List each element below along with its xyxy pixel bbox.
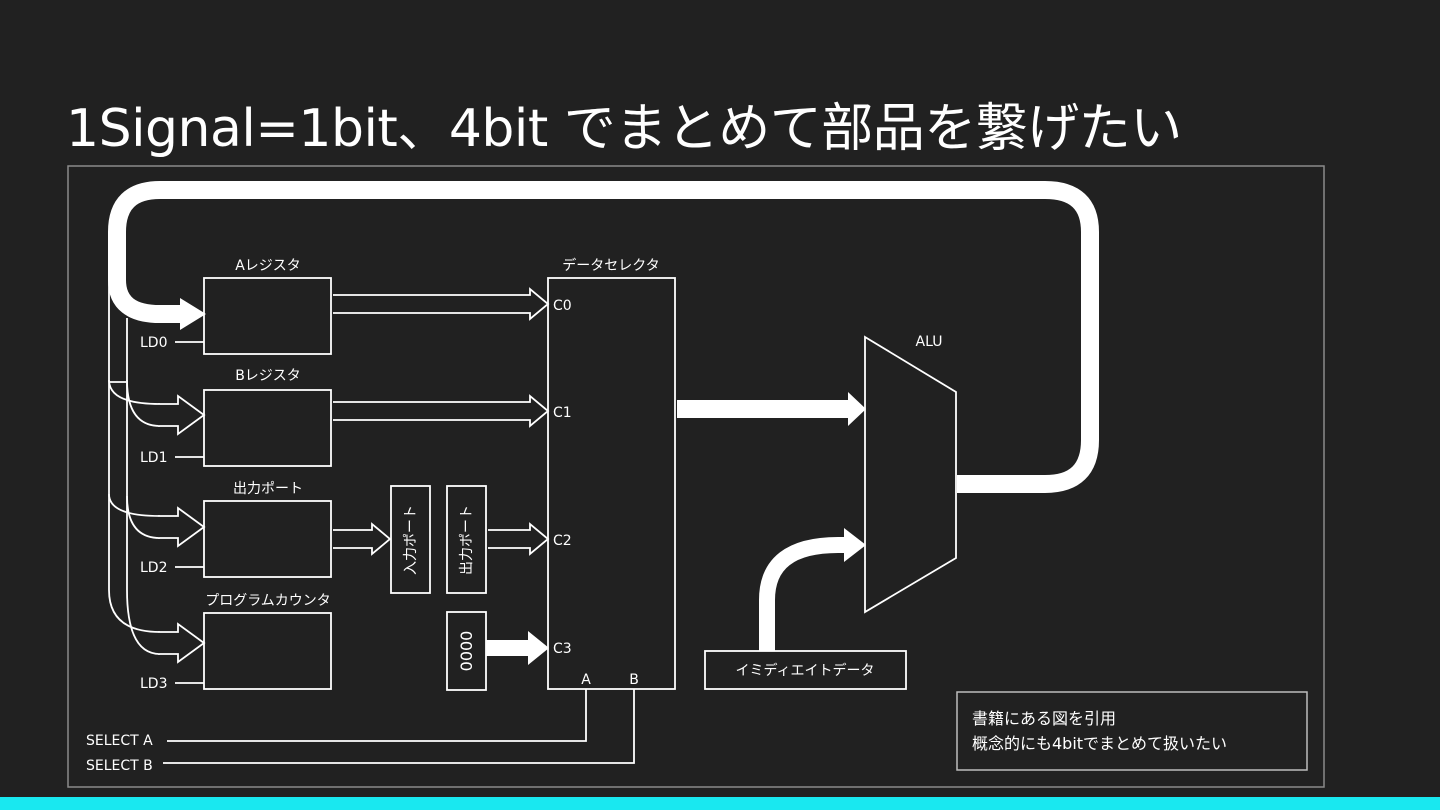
selector-input-c1: C1 xyxy=(553,405,572,421)
ld1-label: LD1 xyxy=(140,450,168,466)
input-port-label: 入力ポート xyxy=(403,505,419,575)
select-pin-a: A xyxy=(581,672,591,688)
register-input-arrows xyxy=(158,394,206,664)
program-counter xyxy=(203,612,332,690)
immediate-arrowhead xyxy=(844,528,866,562)
diagram-frame xyxy=(67,165,1325,788)
register-b xyxy=(203,389,332,467)
note-line-1: 書籍にある図を引用 xyxy=(972,709,1116,728)
output-port-register xyxy=(203,500,332,578)
selector-input-c3: C3 xyxy=(553,641,572,657)
input-port-box xyxy=(390,485,431,594)
bus-branches xyxy=(108,250,161,655)
program-counter-label: プログラムカウンタ xyxy=(205,593,331,609)
data-selector-label: データセレクタ xyxy=(562,257,659,274)
select-wires xyxy=(163,689,635,764)
note-line-2: 概念的にも4bitでまとめて扱いたい xyxy=(972,734,1227,753)
note-box xyxy=(956,691,1308,771)
select-a-label: SELECT A xyxy=(86,733,153,749)
load-signal-wires xyxy=(175,341,204,684)
register-output-arrows xyxy=(333,287,550,556)
selector-input-c0: C0 xyxy=(553,298,572,314)
alu-label: ALU xyxy=(916,334,943,350)
alu xyxy=(864,335,957,614)
select-b-label: SELECT B xyxy=(86,758,153,774)
alu-feedback-bus xyxy=(108,181,1099,493)
register-a-label: Aレジスタ xyxy=(235,258,301,274)
selector-input-c2: C2 xyxy=(553,533,572,549)
immediate-data-box xyxy=(704,650,907,690)
output-port-box xyxy=(446,485,487,594)
slide-title: 1Signal=1bit、4bit でまとめて部品を繋げたい xyxy=(66,99,1182,159)
constant-arrow xyxy=(486,631,549,665)
data-selector xyxy=(547,277,676,690)
register-a xyxy=(203,277,332,355)
constant-value: 0000 xyxy=(457,631,476,672)
immediate-to-alu-bus xyxy=(759,537,846,651)
select-pin-b: B xyxy=(629,672,639,688)
ld3-label: LD3 xyxy=(140,676,168,692)
bus-arrowhead-a xyxy=(180,298,206,330)
bottom-accent-bar xyxy=(0,797,1440,810)
output-port-label: 出力ポート xyxy=(233,481,303,497)
selector-to-alu-arrow xyxy=(677,392,866,426)
output-port-vertical-label: 出力ポート xyxy=(459,505,475,575)
immediate-data-label: イミディエイトデータ xyxy=(735,662,874,679)
register-b-label: Bレジスタ xyxy=(235,368,301,384)
ld2-label: LD2 xyxy=(140,560,168,576)
ld0-label: LD0 xyxy=(140,335,168,351)
